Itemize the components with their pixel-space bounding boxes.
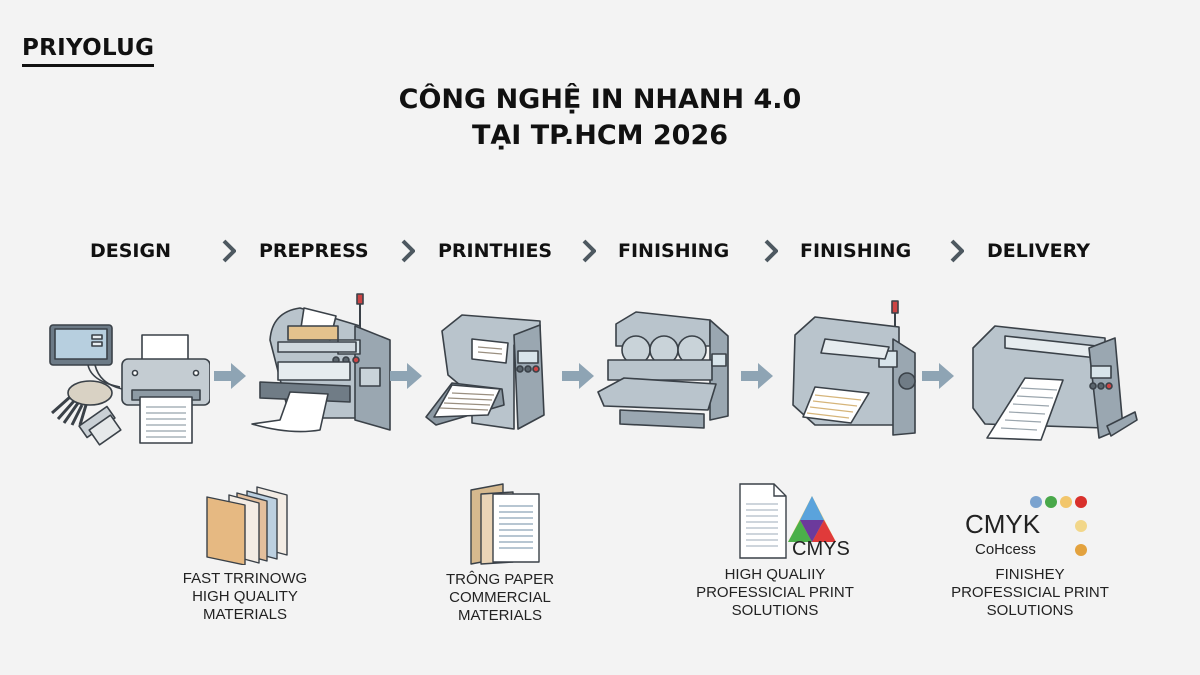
chevron-right-icon	[582, 239, 596, 263]
workflow-steps: DESIGN PREPRESS PRINTHIES FINISHING FINI…	[0, 236, 1200, 266]
feature-1-line-2: HIGH QUALITY	[192, 588, 298, 605]
computer-printer-icon	[49, 324, 210, 446]
chevron-right-icon	[950, 239, 964, 263]
chevron-right-icon	[401, 239, 415, 263]
printing-press-icon	[425, 314, 545, 430]
arrow-right-icon	[390, 363, 422, 389]
feature-paper-materials: TRÔNG PAPER COMMERCIAL MATERIALS	[410, 480, 590, 625]
page-title: CÔNG NGHỆ IN NHANH 4.0 TẠI TP.HCM 2026	[0, 82, 1200, 154]
feature-3-line-3: SOLUTIONS	[731, 602, 819, 619]
feature-3-line-1: HIGH QUALIIY	[724, 566, 826, 583]
feature-3-line-2: PROFESSICIAL PRINT	[696, 584, 854, 601]
feature-fast-materials: FAST TRRINOWG HIGH QUALITY MATERIALS	[150, 485, 340, 624]
paper-stack-color-icon	[206, 486, 288, 566]
prepress-machine-icon	[251, 293, 391, 433]
feature-2-line-2: COMMERCIAL	[449, 589, 551, 606]
feature-professional-print: CMYS HIGH QUALIIY PROFESSICIAL PRINT SOL…	[680, 480, 870, 620]
laminating-machine-icon	[792, 300, 916, 436]
feature-1-line-1: FAST TRRINOWG	[182, 570, 308, 587]
feature-1-line-3: MATERIALS	[203, 606, 287, 623]
cmys-badge: CMYS	[792, 538, 850, 560]
folding-machine-icon	[597, 311, 729, 429]
feature-4-line-1: FINISHEY	[995, 566, 1065, 583]
document-color-triangle-icon	[739, 483, 836, 559]
step-label-design: DESIGN	[90, 240, 172, 262]
paper-stack-document-icon	[470, 483, 540, 565]
arrow-right-icon	[741, 363, 773, 389]
step-label-printing: PRINTHIES	[438, 240, 553, 262]
feature-4-line-3: SOLUTIONS	[986, 602, 1074, 619]
title-line-1: CÔNG NGHỆ IN NHANH 4.0	[398, 84, 802, 115]
step-label-prepress: PREPRESS	[259, 240, 369, 262]
step-label-finishing-1: FINISHING	[618, 240, 730, 262]
feature-2-line-3: MATERIALS	[458, 607, 542, 624]
step-label-delivery: DELIVERY	[987, 240, 1090, 262]
cmyk-badge: CMYK	[965, 509, 1041, 539]
cmyk-dots-icon: CMYK CoHcess	[965, 490, 1095, 566]
arrow-right-icon	[562, 363, 594, 389]
feature-4-line-2: PROFESSICIAL PRINT	[951, 584, 1109, 601]
arrow-right-icon	[922, 363, 954, 389]
feature-2-line-1: TRÔNG PAPER	[445, 571, 555, 588]
brand-logo: PRIYOLUG	[22, 34, 155, 67]
feature-cmyk-solutions: CMYK CoHcess FINISHEY PROFESSICIAL PRINT…	[935, 490, 1125, 620]
step-label-finishing-2: FINISHING	[800, 240, 912, 262]
chevron-right-icon	[764, 239, 778, 263]
chevron-right-icon	[222, 239, 236, 263]
title-line-2: TẠI TP.HCM 2026	[471, 120, 729, 151]
arrow-right-icon	[214, 363, 246, 389]
cmyk-sub-badge: CoHcess	[975, 541, 1036, 558]
delivery-press-icon	[972, 325, 1138, 441]
